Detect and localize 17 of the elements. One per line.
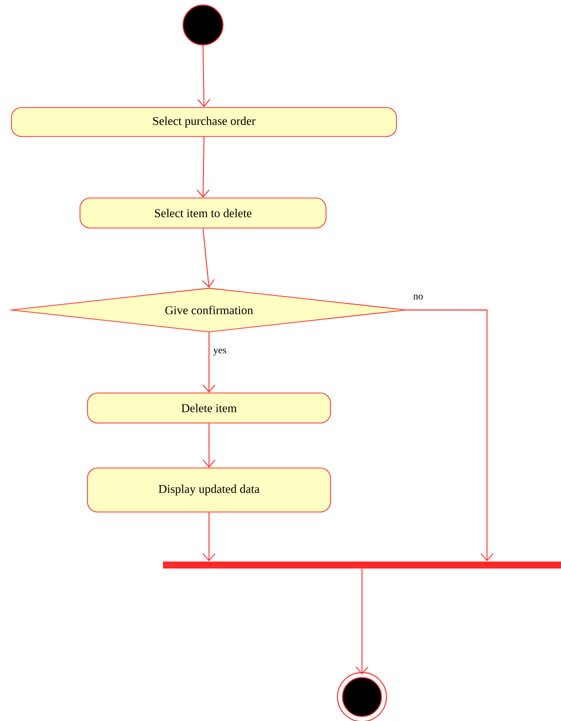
arrow xyxy=(202,512,216,562)
action-box: Display updated data xyxy=(87,468,331,512)
arrow xyxy=(196,136,210,198)
action-box: Select purchase order xyxy=(11,107,397,137)
join-bar xyxy=(163,562,561,568)
arrow xyxy=(356,568,368,674)
edge-label: yes xyxy=(212,348,228,356)
arrow xyxy=(202,422,216,468)
edge-label: no xyxy=(412,294,424,300)
arrow xyxy=(406,310,494,562)
arrow xyxy=(202,228,215,288)
action-box: Select item to delete xyxy=(80,198,326,228)
end-node xyxy=(337,672,387,721)
arrow xyxy=(202,332,216,393)
action-box: Delete item xyxy=(87,392,331,424)
arrow xyxy=(197,45,210,108)
start-node xyxy=(182,4,224,46)
